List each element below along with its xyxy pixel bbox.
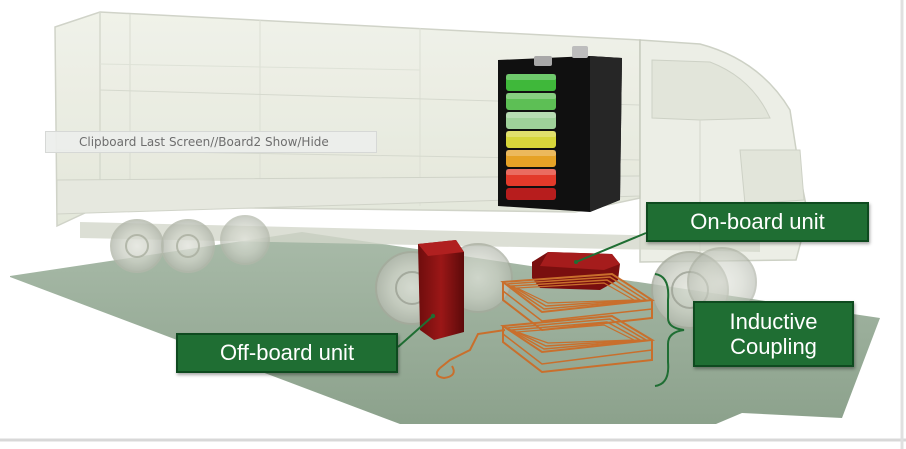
inductive-coils	[435, 272, 656, 380]
offboard-unit-text: Off-board unit	[219, 340, 355, 366]
inductive-coupling-line1: Inductive	[729, 308, 818, 334]
clipboard-screen-tooltip[interactable]: Clipboard Last Screen//Board2 Show/Hide	[45, 131, 377, 153]
battery-level-icon	[498, 46, 622, 212]
inductive-coupling-label: Inductive Coupling	[693, 301, 854, 367]
inductive-coupling-line2: Coupling	[730, 334, 817, 359]
onboard-unit-text: On-board unit	[690, 209, 825, 235]
offboard-unit-label: Off-board unit	[176, 333, 398, 373]
offboard-unit-box	[418, 240, 464, 340]
onboard-unit-label: On-board unit	[646, 202, 869, 242]
leader-lines	[397, 232, 685, 387]
trailer-outline	[54, 11, 641, 228]
